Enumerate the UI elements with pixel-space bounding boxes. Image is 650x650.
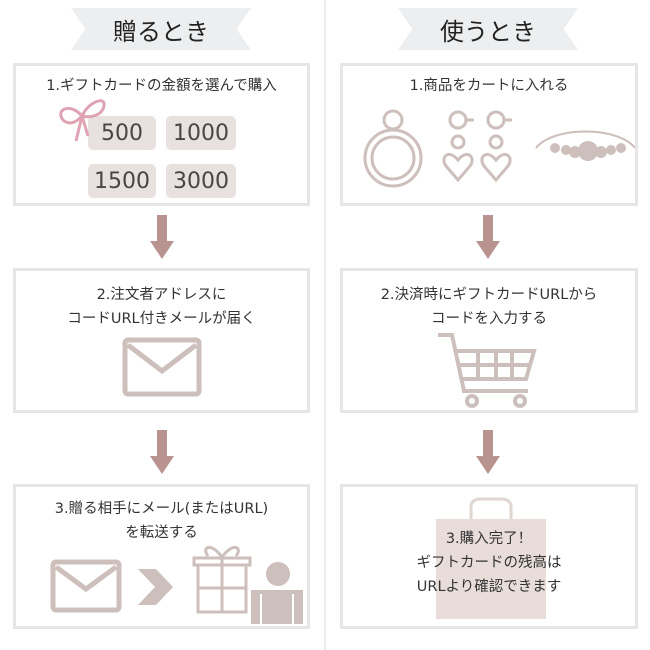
use-title: 使うとき: [440, 17, 536, 46]
bracelet-icon: [535, 130, 636, 161]
chevron-right-icon: [138, 569, 173, 605]
down-arrow-icon: [476, 215, 500, 259]
amount-chip: 3000: [166, 164, 236, 198]
down-arrow-icon: [150, 215, 174, 259]
column-divider: [324, 0, 326, 650]
step-label: 3.購入完了！: [445, 531, 533, 547]
step-label: 2.注文者アドレスに: [96, 287, 227, 303]
step-label: 1.商品をカートに入れる: [409, 78, 569, 94]
envelope-icon: [50, 559, 122, 613]
step-label: 2.決済時にギフトカードURLから: [380, 287, 598, 303]
use-step-3: 3.購入完了！ ギフトカードの残高は URLより確認できます: [340, 484, 638, 629]
use-step-1: 1.商品をカートに入れる: [340, 63, 638, 206]
give-step-2: 2.注文者アドレスに コードURL付きメールが届く: [13, 268, 310, 413]
step-label: を転送する: [125, 525, 198, 541]
down-arrow-icon: [150, 430, 174, 474]
step-label: 1.ギフトカードの金額を選んで購入: [46, 78, 277, 94]
give-title: 贈るとき: [113, 17, 209, 46]
gift-box-icon: [192, 546, 252, 614]
down-arrow-icon: [476, 430, 500, 474]
amount-chip: 1500: [88, 164, 156, 198]
envelope-icon: [122, 337, 202, 397]
give-step-1: 1.ギフトカードの金額を選んで購入 500 1000 1500 3000: [13, 63, 310, 206]
heart-earrings-icon: [442, 110, 512, 183]
shopping-cart-icon: [438, 333, 537, 408]
amount-chip: 1000: [166, 116, 236, 150]
use-step-2: 2.決済時にギフトカードURLから コードを入力する: [340, 268, 638, 413]
step-label: コードを入力する: [431, 311, 547, 327]
step-label: 3.贈る相手にメール(またはURL): [54, 501, 269, 517]
shopping-bag-icon: [436, 497, 546, 619]
ring-pendant-icon: [363, 109, 423, 188]
give-banner: 贈るとき: [71, 8, 251, 50]
step-label: ギフトカードの残高は: [416, 555, 562, 571]
step-label: コードURL付きメールが届く: [67, 311, 256, 327]
use-banner: 使うとき: [398, 8, 578, 50]
step-label: URLより確認できます: [416, 579, 562, 595]
give-step-3: 3.贈る相手にメール(またはURL) を転送する: [13, 484, 310, 629]
person-icon: [251, 562, 303, 624]
amount-chip: 500: [88, 116, 156, 150]
ribbon-bow-icon: [59, 99, 106, 142]
